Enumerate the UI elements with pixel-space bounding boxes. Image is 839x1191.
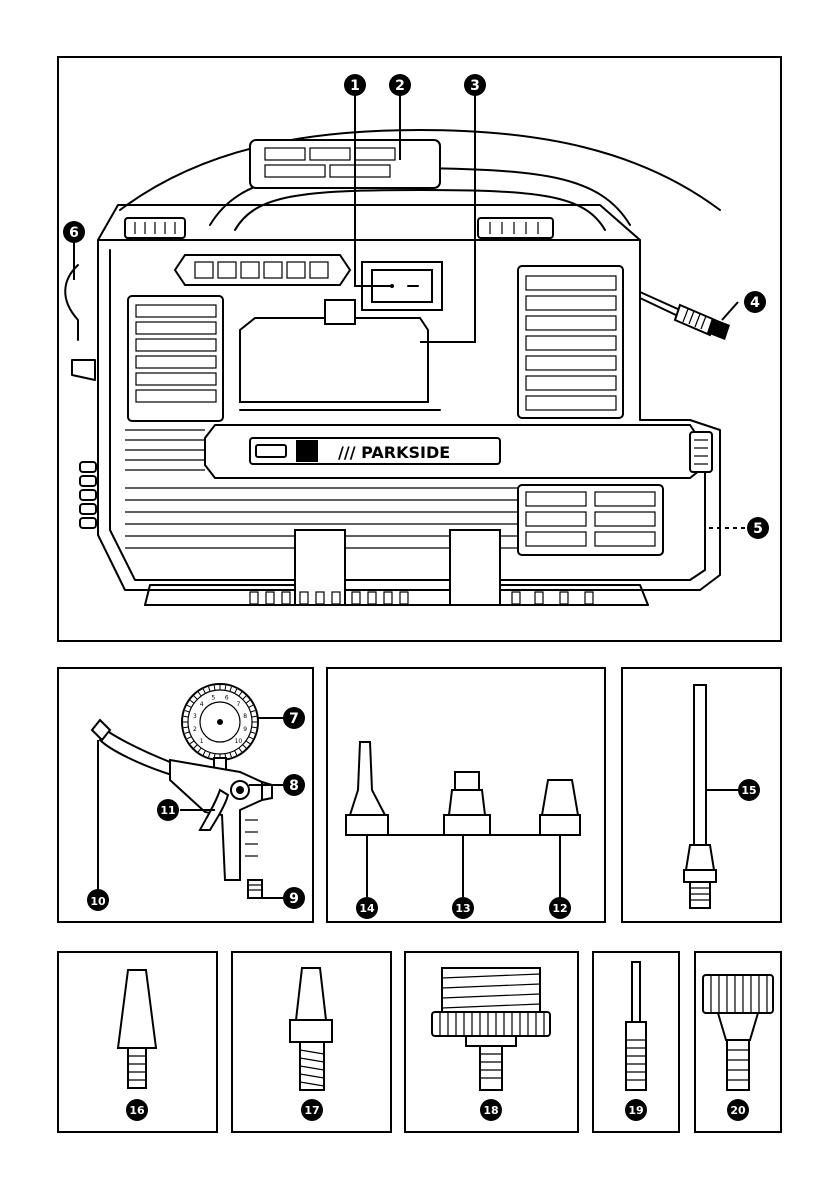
handle-top-grip [250, 140, 440, 188]
callout-4: 4 [744, 291, 766, 313]
nozzles-panel: 14 13 12 [327, 668, 605, 922]
lower-right-vent [518, 485, 663, 555]
adapter-17-panel: 17 [232, 952, 391, 1132]
callout-1: 1 [344, 74, 366, 96]
right-vent-stack [518, 266, 623, 418]
callout-19: 19 [625, 1099, 647, 1121]
storage-lid [240, 300, 440, 410]
svg-text:4: 4 [750, 295, 760, 311]
gauge-scale-number: 6 [225, 694, 229, 701]
top-left-vent [125, 218, 185, 238]
adapter-16-panel: 16 [58, 952, 217, 1132]
svg-text:2: 2 [395, 78, 405, 94]
callout-14: 14 [356, 897, 378, 919]
callout-20: 20 [727, 1099, 749, 1121]
gauge-scale-number: 8 [243, 713, 247, 720]
callout-18: 18 [480, 1099, 502, 1121]
svg-text:3: 3 [470, 78, 480, 94]
adapter-20 [703, 975, 773, 1090]
svg-text:15: 15 [741, 784, 756, 797]
callout-9: 9 [283, 887, 305, 909]
callout-11: 11 [157, 799, 179, 821]
side-hose-connector [72, 360, 95, 380]
gauge-scale-number: 3 [193, 713, 197, 720]
nozzle-13 [444, 772, 490, 835]
svg-text:12: 12 [552, 902, 567, 915]
right-leg [450, 530, 500, 605]
callout-6: 6 [63, 221, 85, 243]
callout-12: 12 [549, 897, 571, 919]
nozzle-14 [346, 742, 388, 835]
gauge-scale-number: 5 [211, 694, 215, 701]
svg-text:8: 8 [289, 778, 299, 794]
svg-text:10: 10 [90, 895, 106, 908]
adapter-18 [432, 968, 550, 1090]
svg-text:18: 18 [483, 1104, 498, 1117]
callout-7: 7 [283, 707, 305, 729]
brand-bar: /// PARKSIDE [205, 425, 712, 478]
main-device-panel: /// PARKSIDE [58, 57, 781, 641]
brand-label: /// PARKSIDE [338, 443, 450, 462]
callout-5: 5 [747, 517, 769, 539]
gauge-scale-number: 1 [200, 738, 204, 745]
adapter-19 [626, 962, 646, 1090]
svg-text:5: 5 [753, 521, 763, 537]
adapter-15 [684, 685, 716, 908]
svg-text:9: 9 [289, 891, 299, 907]
svg-text:20: 20 [730, 1104, 746, 1117]
top-right-vent [478, 218, 553, 238]
left-vent-stack [128, 296, 223, 421]
gauge-scale-number: 7 [236, 701, 240, 708]
adapter-15-panel: 15 [622, 668, 781, 922]
air-gun-body [170, 760, 272, 898]
left-leg [295, 530, 345, 605]
adapter-16 [118, 970, 156, 1088]
side-hose [65, 265, 78, 340]
nozzle-12 [540, 780, 580, 835]
svg-text:16: 16 [129, 1104, 145, 1117]
adapter-20-panel: 20 [695, 952, 781, 1132]
callout-10: 10 [87, 889, 109, 911]
gauge-scale-number: 2 [193, 726, 197, 733]
callout-16: 16 [126, 1099, 148, 1121]
left-feet [80, 462, 96, 528]
svg-text:7: 7 [289, 711, 299, 727]
adapter-19-panel: 19 [593, 952, 679, 1132]
label-plate [175, 255, 350, 285]
svg-text:11: 11 [160, 804, 175, 817]
svg-text:13: 13 [455, 902, 470, 915]
gauge-scale-number: 4 [200, 701, 204, 708]
callout-3: 3 [464, 74, 486, 96]
adapter-17 [290, 968, 332, 1090]
callout-8: 8 [283, 774, 305, 796]
svg-text:6: 6 [69, 225, 79, 241]
gauge-scale-number: 9 [243, 726, 247, 733]
svg-text:14: 14 [359, 902, 375, 915]
callout-17: 17 [301, 1099, 323, 1121]
air-hose-connector [640, 292, 730, 340]
base-feet [145, 585, 648, 605]
callout-15: 15 [738, 779, 760, 801]
tyre-valve-clip [92, 720, 110, 740]
gauge-scale-number: 10 [235, 738, 243, 745]
svg-text:17: 17 [304, 1104, 319, 1117]
svg-text:1: 1 [350, 78, 360, 94]
adapter-18-panel: 18 [405, 952, 578, 1132]
svg-text:19: 19 [628, 1104, 643, 1117]
callout-13: 13 [452, 897, 474, 919]
callout-2: 2 [389, 74, 411, 96]
